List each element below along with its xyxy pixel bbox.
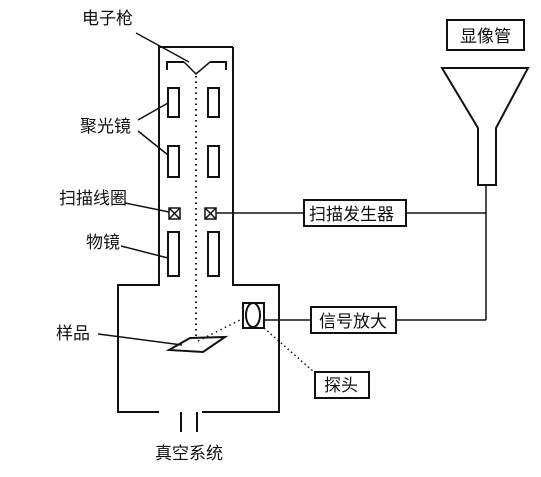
scan-coil-left bbox=[168, 207, 181, 220]
column-chamber-outline bbox=[117, 46, 280, 413]
condenser-lens-lower-left bbox=[167, 145, 180, 178]
leader-objective bbox=[120, 245, 169, 259]
label-signal-amplifier: 信号放大 bbox=[319, 312, 387, 332]
crt-label-box bbox=[446, 19, 525, 51]
signal-amplifier-box bbox=[310, 306, 397, 334]
label-electron-gun: 电子枪 bbox=[82, 9, 133, 29]
electron-gun-filament bbox=[183, 61, 211, 76]
leader-electron-gun bbox=[135, 32, 190, 63]
electron-gun-cathode bbox=[166, 61, 227, 70]
detector-label-box bbox=[314, 371, 370, 399]
leader-condenser-upper bbox=[137, 102, 169, 121]
label-sample: 样品 bbox=[56, 324, 90, 344]
condenser-lens-lower-right bbox=[207, 145, 220, 178]
leader-detector bbox=[263, 327, 315, 373]
label-scan-generator: 扫描发生器 bbox=[309, 205, 394, 225]
condenser-lens-upper-left bbox=[167, 87, 180, 118]
secondary-signal-path bbox=[197, 317, 245, 342]
objective-lens-left bbox=[167, 231, 180, 277]
detector-lens bbox=[245, 302, 261, 328]
label-condenser-lens: 聚光镜 bbox=[80, 117, 131, 137]
condenser-lens-upper-right bbox=[207, 87, 220, 118]
label-detector: 探头 bbox=[324, 376, 358, 396]
leader-condenser-lower bbox=[137, 130, 169, 156]
leader-scan-coil bbox=[124, 202, 170, 213]
scan-generator-box bbox=[303, 199, 407, 227]
label-vacuum-system: 真空系统 bbox=[155, 444, 223, 464]
leader-sample bbox=[97, 333, 183, 346]
crt-funnel bbox=[440, 67, 530, 186]
sample-plate bbox=[165, 335, 229, 354]
label-objective-lens: 物镜 bbox=[86, 233, 120, 253]
label-scan-coil: 扫描线圈 bbox=[59, 189, 127, 209]
objective-lens-right bbox=[207, 231, 220, 277]
scan-coil-right bbox=[204, 207, 217, 220]
label-crt: 显像管 bbox=[460, 27, 511, 47]
